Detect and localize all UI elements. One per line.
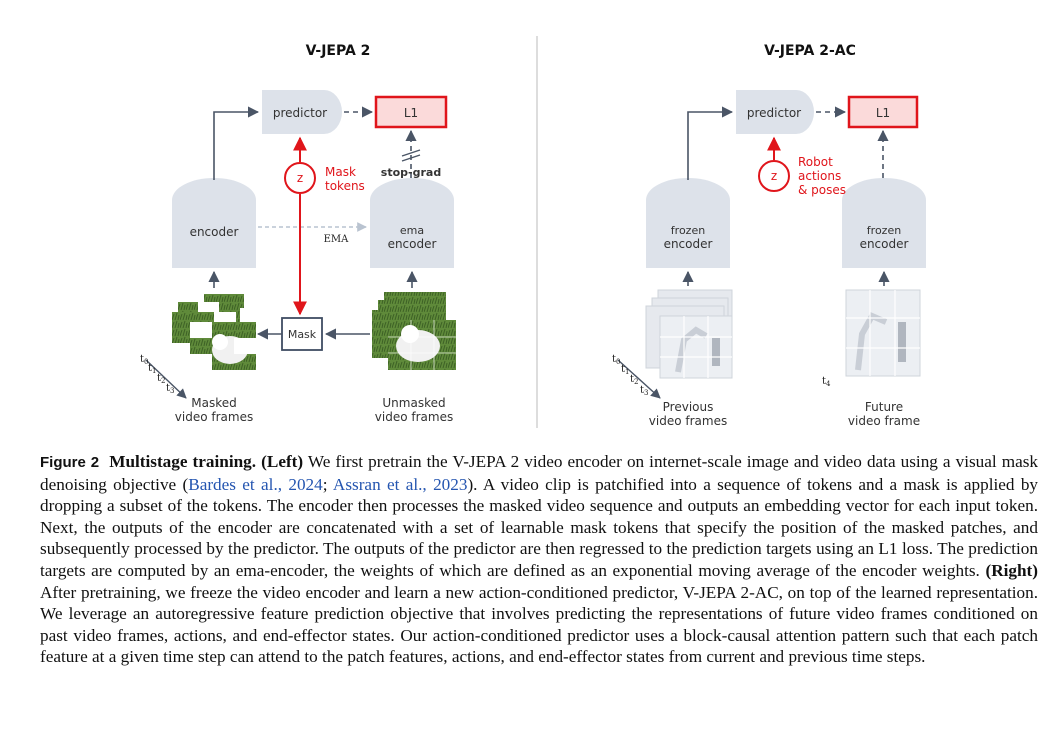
right-t0: t0 (612, 354, 621, 366)
stop-grad-mark-1 (401, 149, 421, 157)
left-ema-label-1: ema (400, 224, 424, 237)
mask-box (281, 317, 323, 351)
left-z-label: z (297, 171, 303, 185)
left-panel-title: V-JEPA 2 (306, 43, 371, 59)
masked-caption-2: video frames (175, 410, 253, 424)
right-t1: t1 (621, 364, 630, 376)
robot-label-1: Robot (798, 155, 833, 169)
left-encoder-to-predictor-arrow (213, 106, 260, 180)
citation-bardes[interactable]: Bardes et al., 2024 (188, 474, 323, 494)
left-predictor-block (262, 90, 342, 134)
unmasked-frame-stack (372, 292, 456, 370)
right-loss-box (847, 95, 919, 129)
right-future-frozen-label-2: encoder (860, 237, 909, 251)
caption-text-2: ). A video clip is patchified into a seq… (40, 474, 1039, 580)
left-loss-box (374, 95, 448, 129)
figure-label: Figure 2 (40, 454, 100, 471)
left-t1: t1 (148, 363, 157, 375)
mask-tokens-label-2: tokens (325, 179, 365, 193)
left-z-circle (284, 162, 316, 194)
stop-grad-label: stop-grad (381, 166, 441, 179)
citation-assran[interactable]: Assran et al., 2023 (332, 474, 468, 494)
previous-frame-stack (645, 289, 733, 379)
caption-text-3: After pretraining, we freeze the video e… (40, 582, 1038, 667)
left-panel: V-JEPA 2 predictor L1 encoder ema encode… (140, 43, 456, 424)
right-predictor-label: predictor (747, 106, 801, 120)
right-loss-label: L1 (876, 106, 890, 120)
future-caption-1: Future (865, 400, 903, 414)
left-t3: t3 (166, 383, 175, 395)
masked-caption-1: Masked (191, 396, 236, 410)
left-encoder-label: encoder (190, 225, 239, 239)
right-frozen-encoder-block (646, 178, 730, 268)
right-t2: t2 (630, 374, 639, 386)
unmasked-caption-1: Unmasked (382, 396, 445, 410)
caption-text-1: We first pretrain the V-JEPA 2 video enc… (40, 452, 1038, 494)
right-future-frozen-label-1: frozen (867, 224, 901, 237)
caption-title: Multistage training. (109, 452, 257, 471)
left-ema-link-label: EMA (324, 234, 350, 245)
caption-left-tag: (Left) (261, 452, 304, 471)
left-time-axis (145, 359, 187, 399)
unmasked-caption-2: video frames (375, 410, 453, 424)
right-panel: V-JEPA 2-AC predictor L1 frozen encoder … (612, 43, 926, 428)
figure-diagram: V-JEPA 2 predictor L1 encoder ema encode… (140, 36, 926, 428)
masked-frame-stack (172, 294, 256, 370)
stop-grad-mark-2 (401, 154, 421, 162)
right-future-encoder-block (842, 178, 926, 268)
right-z-label: z (771, 169, 777, 183)
caption-sep: ; (322, 474, 333, 494)
mask-tokens-label-1: Mask (325, 165, 356, 179)
right-frozen-label-1: frozen (671, 224, 705, 237)
right-frozen-label-2: encoder (664, 237, 713, 251)
right-t4: t4 (822, 376, 831, 388)
left-loss-label: L1 (404, 106, 418, 120)
caption-right-tag: (Right) (985, 560, 1038, 580)
robot-label-3: & poses (798, 183, 846, 197)
right-z-circle (758, 160, 790, 192)
left-ema-encoder-block (370, 178, 454, 268)
left-encoder-block (172, 178, 256, 268)
left-ema-label-2: encoder (388, 237, 437, 251)
left-predictor-label: predictor (273, 106, 327, 120)
right-t3: t3 (640, 385, 649, 397)
prev-caption-2: video frames (649, 414, 727, 428)
right-encoder-to-predictor-arrow (687, 106, 734, 180)
right-time-axis (617, 359, 661, 399)
future-frame (845, 289, 921, 377)
prev-caption-1: Previous (663, 400, 714, 414)
figure-caption: Figure 2 Multistage training. (Left) We … (40, 451, 1038, 668)
mask-box-label: Mask (288, 328, 317, 341)
left-t2: t2 (157, 373, 166, 385)
right-predictor-block (736, 90, 814, 134)
right-panel-title: V-JEPA 2-AC (764, 43, 856, 59)
left-t0: t0 (140, 354, 149, 366)
future-caption-2: video frame (848, 414, 920, 428)
robot-label-2: actions (798, 169, 841, 183)
